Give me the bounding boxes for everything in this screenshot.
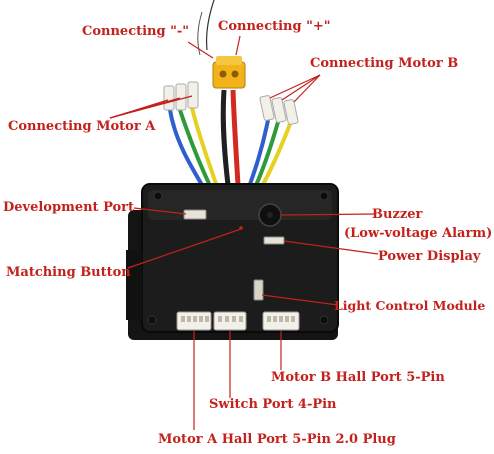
wire-motor-a-blue [168, 109, 207, 192]
leader-motor-b-2 [281, 74, 321, 101]
leader-buzzer [280, 213, 375, 216]
xt-plug-cap [216, 56, 242, 65]
leader-matching-button [127, 228, 242, 269]
wire-red [230, 89, 241, 186]
wire-motor-a-green [178, 109, 214, 191]
leader-minus [187, 41, 214, 59]
label-motor-a-hall-port: Motor A Hall Port 5-Pin 2.0 Plug [158, 432, 396, 447]
label-light-control-module: Light Control Module [334, 298, 486, 313]
leader-power-display [283, 240, 379, 255]
label-connecting-motor-b: Connecting Motor B [310, 56, 459, 71]
label-buzzer-note: (Low-voltage Alarm) [344, 226, 493, 241]
leader-plus [235, 35, 241, 56]
leader-motor-b-1 [269, 74, 321, 99]
wire-motor-a-yellow [190, 107, 220, 191]
leader-motor-a-3 [109, 95, 193, 119]
label-buzzer: Buzzer [372, 207, 423, 222]
signal-wire [205, 0, 215, 51]
enclosure-lip [148, 190, 332, 220]
power-display [263, 236, 285, 245]
label-development-port: Development Port [3, 200, 135, 215]
leader-motor-b-3 [293, 74, 321, 103]
leader-light-control [261, 294, 339, 306]
label-connecting-plus: Connecting "+" [218, 19, 331, 34]
wire-black [220, 89, 231, 186]
label-motor-b-hall-port: Motor B Hall Port 5-Pin [271, 370, 445, 385]
label-switch-port: Switch Port 4-Pin [209, 397, 337, 412]
label-connecting-minus: Connecting "-" [82, 24, 190, 39]
label-power-display: Power Display [378, 249, 481, 264]
leader-dev-port [133, 207, 187, 215]
signal-wire-2 [197, 11, 203, 56]
label-matching-button: Matching Button [6, 265, 131, 280]
xt-plug [212, 61, 246, 89]
development-port [183, 209, 207, 220]
label-connecting-motor-a: Connecting Motor A [8, 119, 156, 134]
light-control-module [253, 279, 264, 301]
